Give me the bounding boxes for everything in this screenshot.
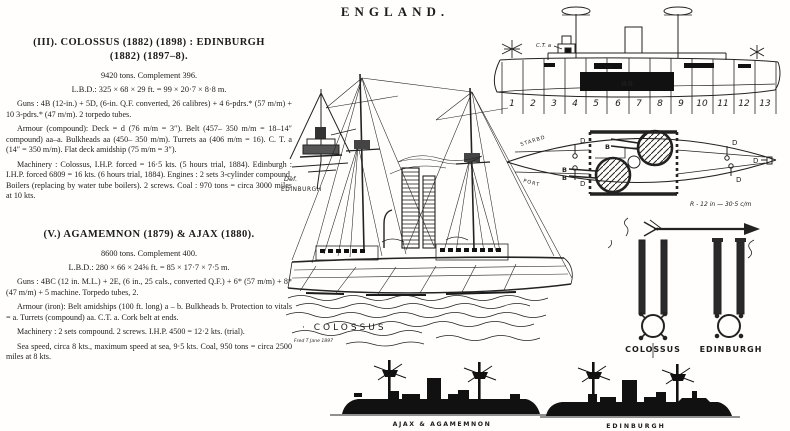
machinery-paragraph: Machinery : 2 sets compound. 2 screws. I… (17, 327, 245, 337)
svg-text:8: 8 (657, 99, 663, 109)
svg-text:1: 1 (509, 99, 515, 109)
speed-paragraph: Sea speed, circa 8 kts., maximum speed a… (6, 341, 292, 362)
svg-text:4: 4 (572, 99, 578, 109)
gun-b-label: B (562, 166, 567, 174)
guns-paragraph: Guns : 4BC (12 in. M.L.) + 2E, (6 in., 2… (6, 277, 292, 297)
left-text-column: (III). COLOSSUS (1882) (1898) : EDINBURG… (6, 36, 292, 367)
belt-aa-label: aa (621, 79, 633, 89)
gun-b-label: B (562, 174, 567, 182)
deck-aa-label: aa (605, 64, 612, 70)
conning-tower-label: C.T. a (536, 43, 552, 49)
silhouette-right-label: EDINBURGH (606, 423, 666, 430)
gun-d-label: D (580, 180, 585, 188)
armour-paragraph: Armour (compound): Deck = d (76 m/m = 3″… (6, 124, 292, 155)
guns-paragraph: Guns : 4B (12-in.) + 5D, (6-in. Q.F. con… (6, 99, 292, 119)
gun-d-label: D (753, 157, 758, 165)
svg-text:3: 3 (551, 99, 557, 109)
tonnage-line: 8600 tons. Complement 400. (100, 249, 198, 259)
svg-text:13: 13 (759, 99, 771, 109)
handwritten-note: R - 12 in — 30·5 c/m (690, 201, 752, 208)
lbd-line: L.B.D.: 325 × 68 × 29 ft. = 99 × 20·7 × … (71, 85, 227, 95)
station-numbers: 1 2 3 4 5 6 7 8 9 10 11 12 13 (509, 99, 771, 109)
silhouette-left-label: AJAX & AGAMEMNON (393, 421, 492, 428)
detail-label-def: Def. (284, 175, 297, 183)
svg-text:7: 7 (636, 99, 642, 109)
edinburgh-silhouette: EDINBURGH (540, 362, 740, 430)
edinburgh-diagram-label: EDINBURGH (700, 345, 763, 354)
section-heading-colossus: (III). COLOSSUS (1882) (1898) : EDINBURG… (6, 36, 292, 64)
ajax-agamemnon-silhouette: AJAX & AGAMEMNON (330, 360, 565, 428)
svg-text:11: 11 (717, 99, 728, 109)
tonnage-line: 9420 tons. Complement 396. (100, 71, 198, 81)
svg-text:9: 9 (678, 99, 684, 109)
heading-line-2: (1882) (1897–8). (109, 51, 189, 63)
heading-line-1: (III). COLOSSUS (1882) (1898) : EDINBURG… (33, 37, 265, 48)
lbd-line: L.B.D.: 280 × 66 × 24⅝ ft. = 85 × 17·7 ×… (68, 263, 230, 273)
gun-d-label: D (736, 176, 741, 184)
belt-comparison-diagram: COLOSSUS EDINBURGH (607, 217, 763, 358)
artist-signature: Fred T Jane 1897 (294, 338, 333, 344)
svg-text:6: 6 (615, 99, 621, 109)
colossus-sketch-label: · COLOSSUS (302, 323, 387, 333)
svg-text:2: 2 (530, 99, 536, 109)
colossus-main-illustration: · COLOSSUS Fred T Jane 1897 (286, 73, 573, 347)
detail-label-edinburgh: EDINBURGH (281, 187, 322, 193)
svg-text:12: 12 (738, 99, 750, 109)
gun-b-label: B (605, 143, 610, 151)
deck-plan-diagram: B B B D D D D D STARBD PORT R - 12 in — … (506, 129, 777, 208)
gun-d-label: D (732, 139, 737, 147)
svg-text:10: 10 (696, 99, 708, 109)
machinery-paragraph: Machinery : Colossus, I.H.P. forced = 16… (6, 159, 292, 201)
page-title: ENGLAND. (340, 4, 450, 19)
armour-profile-diagram: aa aa C.T. a 1 2 3 4 5 6 7 8 9 10 11 12 … (493, 6, 781, 114)
section-heading-agamemnon: (V.) AGAMEMNON (1879) & AJAX (1880). (43, 228, 255, 240)
armour-paragraph: Armour (iron): Belt amidships (100 ft. l… (6, 302, 292, 322)
port-label: PORT (522, 178, 540, 188)
gun-d-label: D (580, 137, 585, 145)
colossus-diagram-label: COLOSSUS (625, 345, 681, 354)
svg-text:5: 5 (593, 99, 599, 109)
edinburgh-top-detail-sketch: Def. EDINBURGH (281, 89, 357, 193)
